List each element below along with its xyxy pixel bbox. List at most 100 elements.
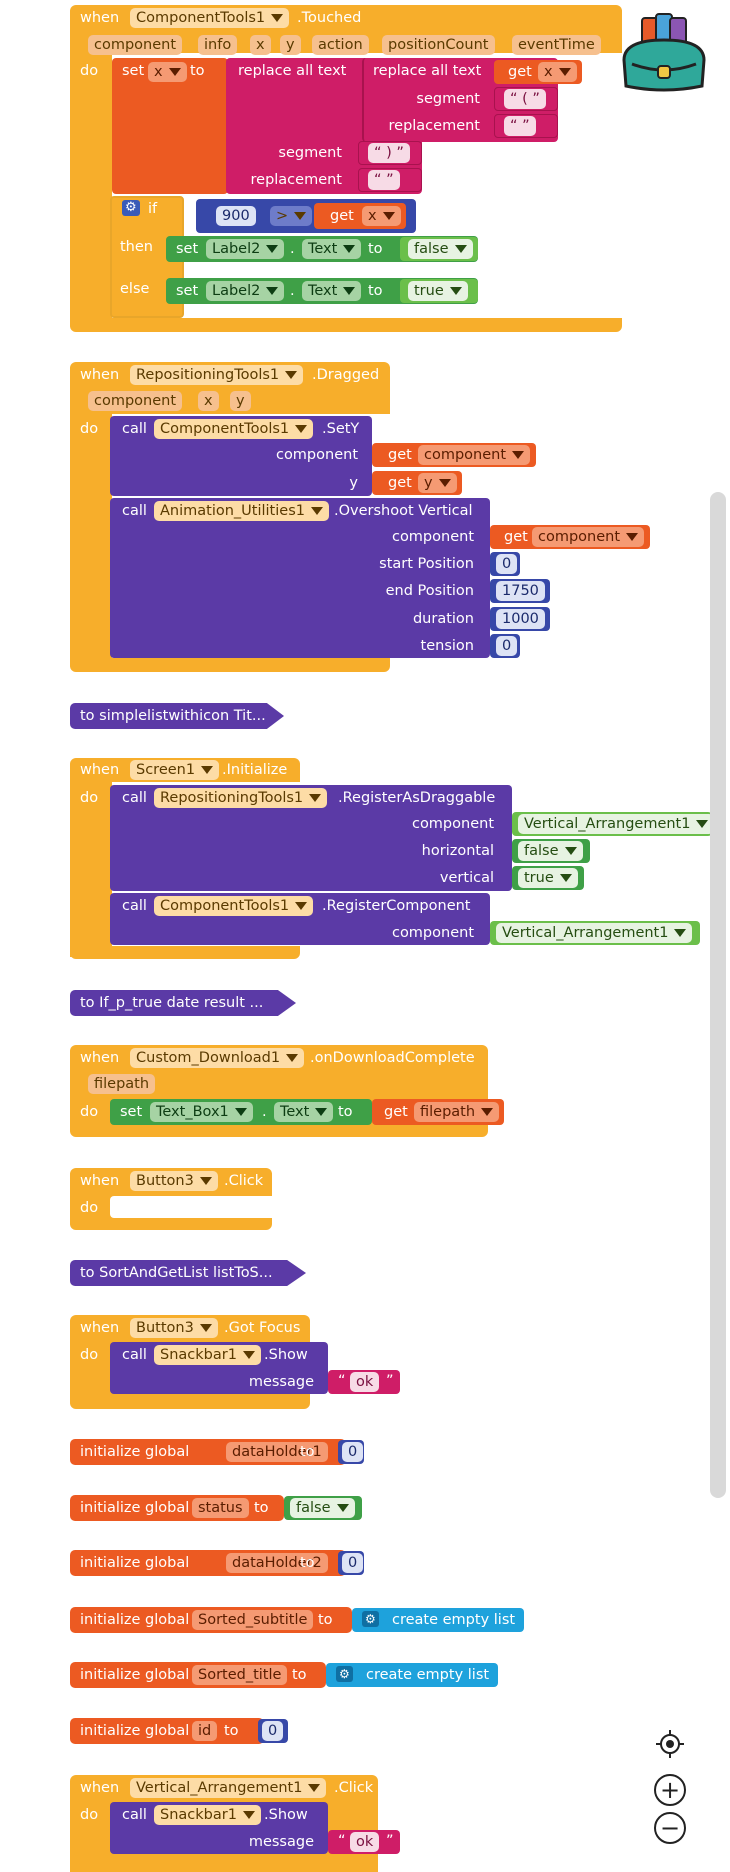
param-y[interactable]: y	[230, 391, 251, 411]
when-label: when	[80, 1173, 120, 1189]
to-label: to	[368, 241, 383, 257]
do-label: do	[80, 790, 99, 806]
procedure-simplelistwithicon[interactable]	[70, 703, 284, 729]
componenttools-dropdown[interactable]: ComponentTools1	[154, 419, 314, 439]
global-name[interactable]: dataHolder2	[226, 1553, 328, 1573]
event-name: .Got Focus	[224, 1320, 301, 1336]
param-filepath[interactable]: filepath	[88, 1074, 156, 1094]
segment-label: segment	[278, 145, 342, 161]
procedure-sortandgetlist[interactable]	[70, 1260, 306, 1286]
tension-value[interactable]: 0	[496, 636, 518, 656]
vertical-true-dropdown[interactable]: true	[518, 868, 578, 888]
vertical-arrangement-dropdown-2[interactable]: Vertical_Arrangement1	[496, 923, 693, 943]
param-x[interactable]: x	[198, 391, 219, 411]
horizontal-false-dropdown[interactable]: false	[518, 841, 583, 861]
variable-dropdown[interactable]: x	[148, 62, 187, 82]
global-name[interactable]: dataHolder1	[226, 1442, 328, 1462]
call-label: call	[122, 1807, 147, 1823]
procedure-if-p-true[interactable]	[70, 990, 296, 1016]
get-y-dropdown[interactable]: y	[418, 473, 457, 493]
global-name[interactable]: Sorted_title	[192, 1665, 288, 1685]
quote-open: “	[338, 1833, 346, 1849]
true-dropdown[interactable]: true	[408, 281, 468, 301]
set-label: set	[176, 241, 199, 257]
param-component[interactable]: component	[88, 391, 183, 411]
gear-icon[interactable]: ⚙	[362, 1611, 379, 1627]
global-value[interactable]: 0	[262, 1721, 284, 1741]
global-value[interactable]: false	[290, 1498, 355, 1518]
set-label: set	[176, 283, 199, 299]
text-prop-dropdown[interactable]: Text	[274, 1102, 334, 1122]
button3-dropdown-2[interactable]: Button3	[130, 1318, 218, 1338]
segment-text-close[interactable]: “ ) ”	[368, 143, 410, 163]
param-eventtime[interactable]: eventTime	[512, 35, 601, 55]
start-position-value[interactable]: 0	[496, 554, 518, 574]
gear-icon[interactable]: ⚙	[122, 200, 140, 216]
event-name: .Initialize	[222, 762, 288, 778]
duration-value[interactable]: 1000	[496, 609, 545, 629]
get-component-dropdown[interactable]: component	[418, 445, 531, 465]
end-position-value[interactable]: 1750	[496, 581, 545, 601]
param-info[interactable]: info	[198, 35, 238, 55]
param-positioncount[interactable]: positionCount	[382, 35, 495, 55]
dot: .	[290, 241, 295, 257]
set-label: set	[122, 63, 145, 79]
global-value: create empty list	[392, 1612, 516, 1628]
global-value[interactable]: 0	[342, 1442, 364, 1462]
component-dropdown[interactable]: RepositioningTools1	[130, 365, 304, 385]
get-component-dropdown-2[interactable]: component	[532, 527, 645, 547]
call-overshoot-block[interactable]	[110, 498, 490, 658]
zoom-in-button[interactable]: +	[654, 1774, 686, 1806]
screen1-dropdown[interactable]: Screen1	[130, 760, 220, 780]
label2-dropdown-2[interactable]: Label2	[206, 281, 285, 301]
dot: .	[262, 1104, 267, 1120]
method-sety: .SetY	[322, 421, 360, 437]
global-name[interactable]: id	[192, 1721, 218, 1741]
message-text[interactable]: ok	[350, 1832, 380, 1852]
param-x[interactable]: x	[250, 35, 271, 55]
minus-icon: −	[659, 1814, 681, 1842]
global-name[interactable]: Sorted_subtitle	[192, 1610, 314, 1630]
get-label: get	[508, 64, 532, 80]
center-target-icon[interactable]	[654, 1728, 686, 1760]
global-name[interactable]: status	[192, 1498, 249, 1518]
plus-icon: +	[659, 1776, 681, 1804]
param-y[interactable]: y	[280, 35, 301, 55]
repositioning-dropdown[interactable]: RepositioningTools1	[154, 788, 328, 808]
animation-utilities-dropdown[interactable]: Animation_Utilities1	[154, 501, 329, 521]
vertical-arrangement-dropdown[interactable]: Vertical_Arrangement1	[518, 814, 715, 834]
segment-text-open[interactable]: “ ( ”	[504, 89, 546, 109]
component-dropdown[interactable]: ComponentTools1	[130, 8, 290, 28]
param-action[interactable]: action	[312, 35, 369, 55]
get-var-dropdown[interactable]: x	[538, 62, 577, 82]
message-text[interactable]: ok	[350, 1372, 380, 1392]
method-show: .Show	[264, 1347, 308, 1363]
text-prop-dropdown-2[interactable]: Text	[302, 281, 362, 301]
vertical-scrollbar[interactable]	[710, 492, 726, 1498]
zoom-out-button[interactable]: −	[654, 1812, 686, 1844]
get-x-dropdown[interactable]: x	[362, 206, 401, 226]
gear-icon[interactable]: ⚙	[336, 1666, 353, 1682]
vertical-arrangement-dropdown[interactable]: Vertical_Arrangement1	[130, 1778, 327, 1798]
init-label: initialize global	[80, 1667, 190, 1683]
horizontal-arg-label: horizontal	[421, 843, 494, 859]
compare-operator[interactable]: >	[270, 206, 313, 226]
button3-dropdown[interactable]: Button3	[130, 1171, 218, 1191]
custom-download-dropdown[interactable]: Custom_Download1	[130, 1048, 305, 1068]
replacement-text-2[interactable]: “ ”	[368, 170, 400, 190]
componenttools-dropdown[interactable]: ComponentTools1	[154, 896, 314, 916]
number-900[interactable]: 900	[216, 206, 256, 226]
backpack-icon[interactable]	[618, 10, 710, 94]
inner-replace-label: replace all text	[373, 63, 482, 79]
snackbar1-dropdown[interactable]: Snackbar1	[154, 1345, 261, 1365]
replacement-text-1[interactable]: “ ”	[504, 116, 536, 136]
param-component[interactable]: component	[88, 35, 183, 55]
label2-dropdown[interactable]: Label2	[206, 239, 285, 259]
snackbar1-dropdown[interactable]: Snackbar1	[154, 1805, 261, 1825]
textbox1-dropdown[interactable]: Text_Box1	[150, 1102, 253, 1122]
text-prop-dropdown[interactable]: Text	[302, 239, 362, 259]
get-filepath-dropdown[interactable]: filepath	[414, 1102, 500, 1122]
false-dropdown[interactable]: false	[408, 239, 473, 259]
message-label: message	[248, 1834, 314, 1850]
global-value[interactable]: 0	[342, 1553, 364, 1573]
